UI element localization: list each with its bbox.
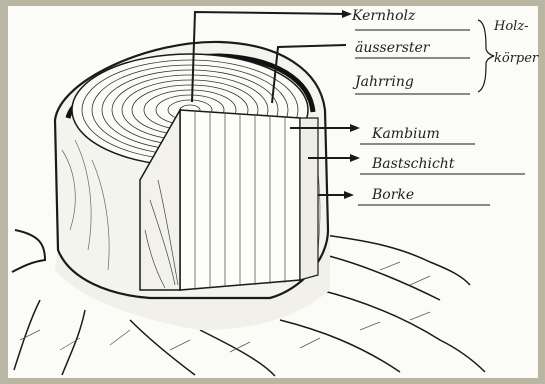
- holzkoerper-brace: [478, 20, 494, 92]
- label-borke: Borke: [371, 187, 414, 203]
- label-aeusserster-jahrring-line2: Jahrring: [352, 74, 414, 90]
- label-kambium: Kambium: [371, 126, 440, 142]
- label-aeusserster-jahrring-line1: äusserster: [355, 40, 431, 56]
- label-bastschicht: Bastschicht: [371, 156, 455, 172]
- arrow-heads: [342, 10, 360, 199]
- label-kernholz: Kernholz: [351, 8, 416, 24]
- label-holzkoerper-line2: körper: [494, 51, 539, 66]
- label-holzkoerper-line1: Holz-: [493, 19, 529, 34]
- cutaway-section: [140, 110, 318, 290]
